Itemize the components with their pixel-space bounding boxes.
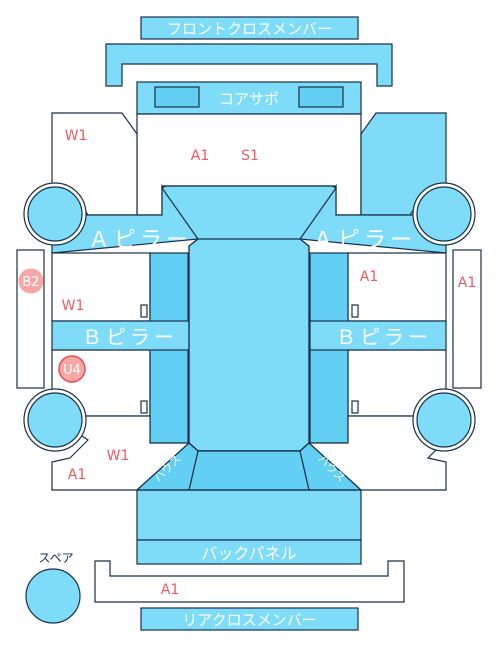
b-pillar-right[interactable]: Ｂピラー [309, 320, 447, 351]
door-handle-rear-left [140, 400, 148, 414]
front-cross-member-label: フロントクロスメンバー [167, 20, 332, 38]
svg-text:B2: B2 [22, 275, 39, 290]
damage-marker[interactable]: A1 [68, 467, 86, 483]
wheel-front-right[interactable] [412, 182, 476, 246]
damage-marker[interactable]: A1 [360, 269, 378, 285]
b-pillar-left-label: Ｂピラー [82, 325, 178, 349]
front-door-right[interactable] [347, 252, 447, 322]
damage-marker[interactable]: A1 [458, 275, 476, 291]
trunk-area[interactable]: ハウス ハウス [135, 442, 363, 541]
back-panel[interactable]: バックパネル [136, 539, 362, 565]
damage-marker[interactable]: S1 [241, 148, 259, 164]
rocker-panel-right[interactable] [452, 249, 482, 389]
a-pillar-right-label: Ａピラー [312, 228, 416, 253]
front-bumper-reinforcement[interactable] [105, 43, 393, 87]
damage-badge[interactable]: B2 [18, 268, 44, 294]
damage-marker[interactable]: A1 [161, 582, 179, 598]
door-handle-front-right [351, 304, 359, 318]
damage-marker[interactable]: W1 [62, 298, 85, 314]
back-panel-label: バックパネル [201, 544, 296, 563]
a-pillar-left-label: Ａピラー [88, 228, 192, 253]
core-support-label: コアサポ [219, 90, 279, 108]
b-pillar-left[interactable]: Ｂピラー [51, 320, 191, 351]
quarter-panel-left[interactable] [50, 415, 190, 491]
a-pillar-left[interactable]: Ａピラー [51, 184, 200, 254]
b-pillar-right-label: Ｂピラー [336, 325, 432, 349]
rear-bumper-reinforcement[interactable] [94, 560, 405, 603]
svg-text:U4: U4 [63, 363, 81, 378]
damage-marker[interactable]: W1 [65, 128, 88, 144]
damage-marker[interactable]: W1 [107, 448, 130, 464]
rear-cross-member-label: リアクロスメンバー [182, 611, 316, 629]
spare-tire-label: スペア [38, 551, 73, 565]
damage-marker[interactable]: A1 [191, 148, 209, 164]
wheel-rear-left[interactable] [23, 388, 87, 452]
door-handle-front-left [140, 304, 148, 318]
damage-badge[interactable]: U4 [58, 355, 86, 383]
headlight-mount-left [154, 86, 200, 108]
headlight-mount-right [298, 86, 344, 108]
wheel-rear-right[interactable] [412, 388, 476, 452]
front-cross-member[interactable]: フロントクロスメンバー [140, 16, 359, 40]
core-support[interactable]: コアサポ [136, 81, 362, 115]
spare-tire[interactable]: スペア [25, 551, 81, 624]
wheel-front-left[interactable] [23, 182, 87, 246]
rear-cross-member[interactable]: リアクロスメンバー [140, 607, 359, 631]
door-handle-rear-right [351, 400, 359, 414]
